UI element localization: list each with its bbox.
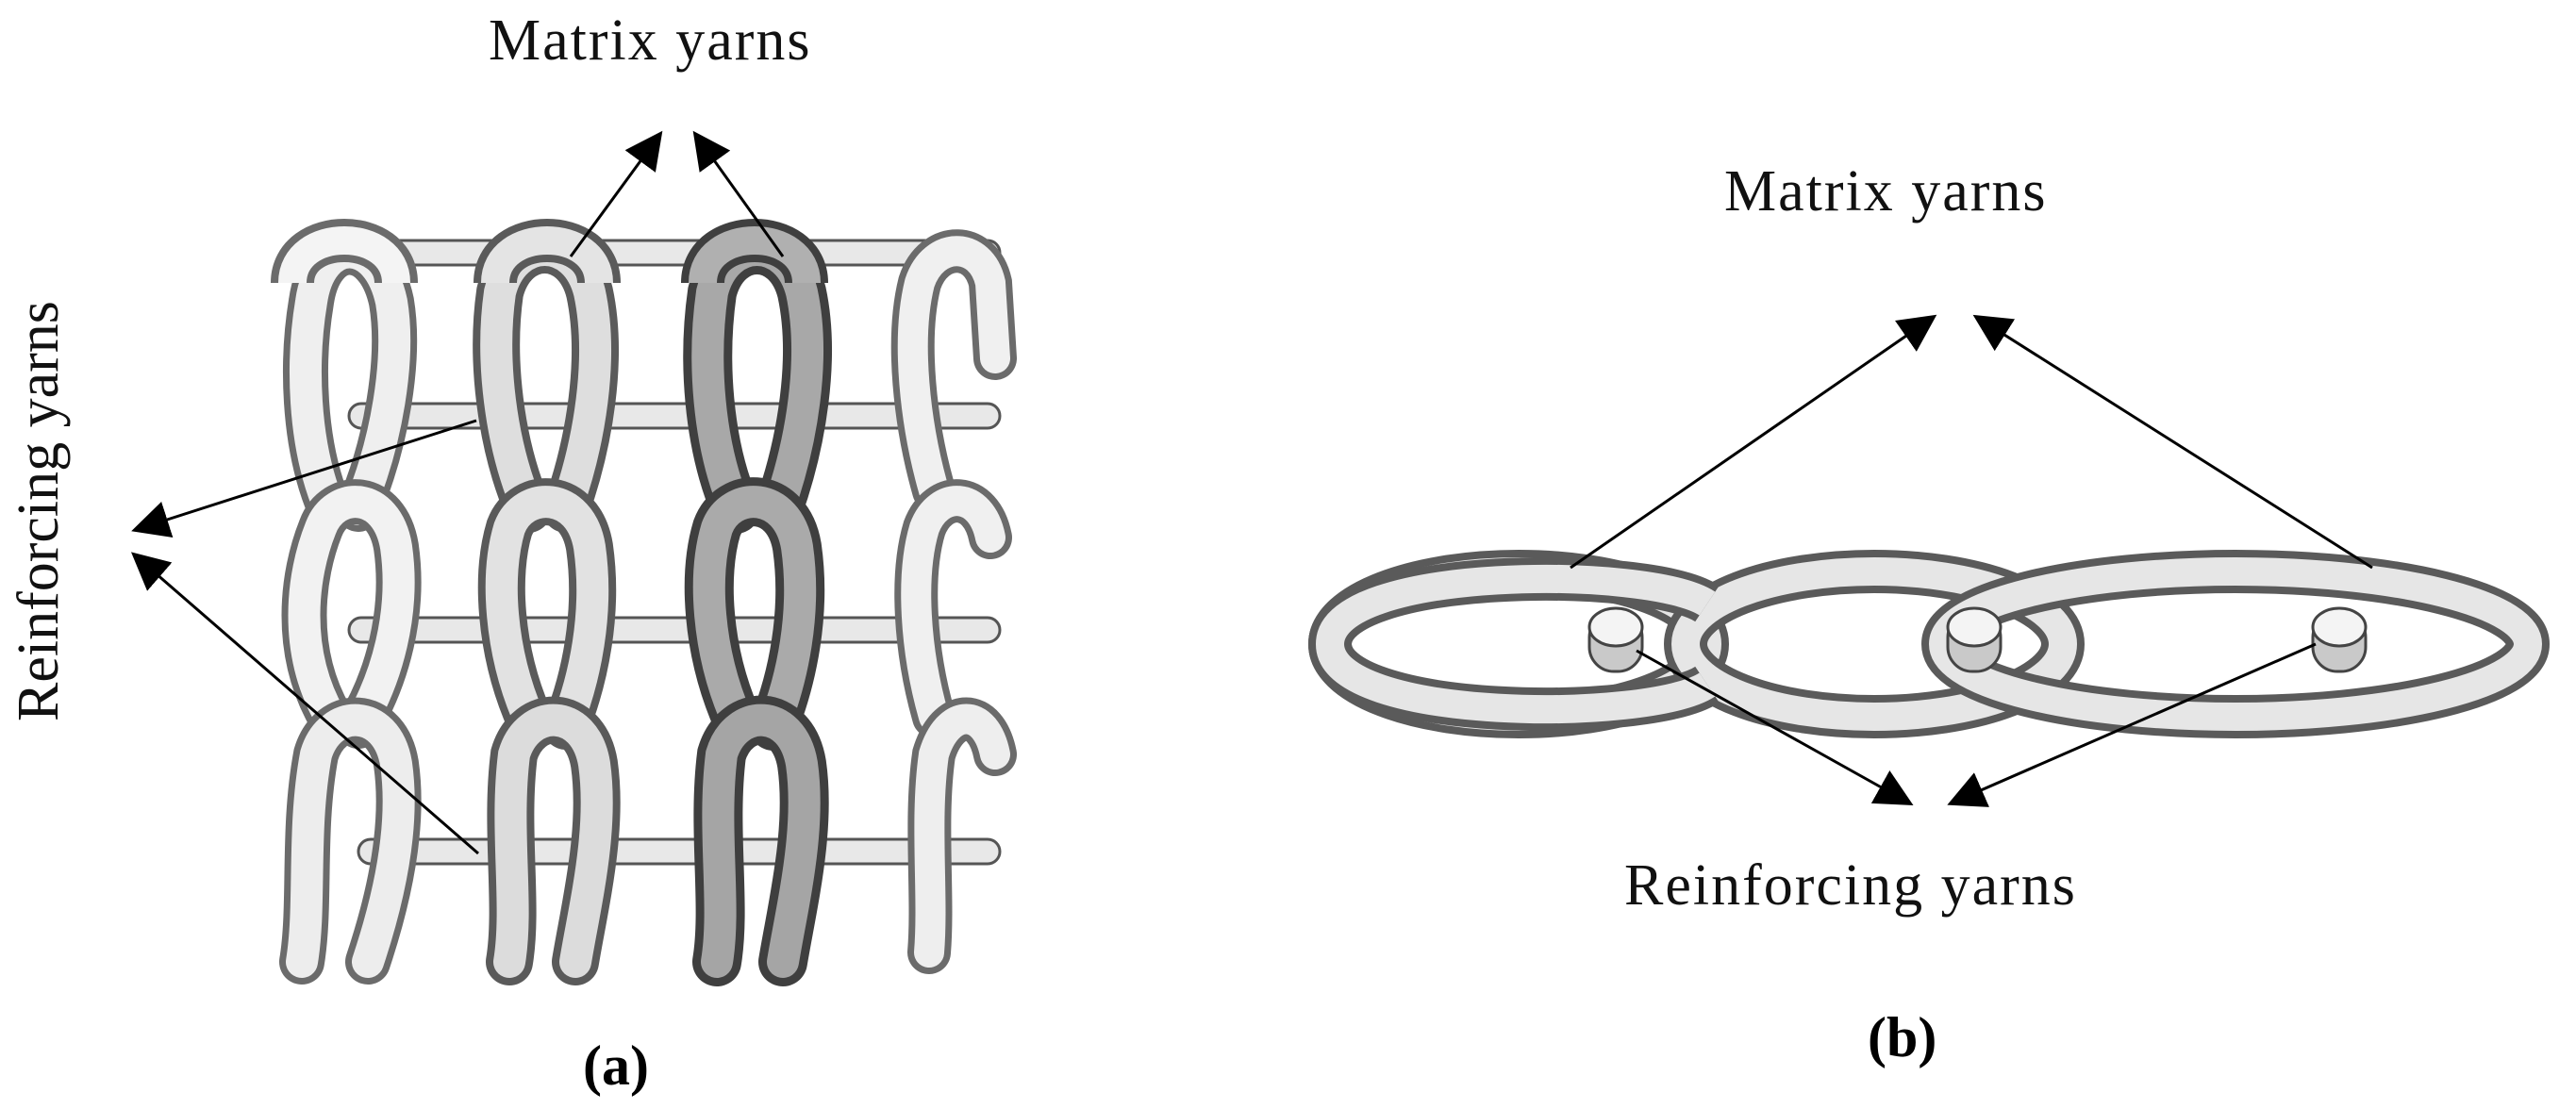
reinforcing-yarn-sections: [1587, 606, 2368, 673]
matrix-loop-column-4: [890, 229, 1017, 974]
chain-loop-0: [1308, 556, 1720, 732]
arrow-reinforcing-bottom-a: [130, 552, 479, 855]
matrix-loop-column-1: [279, 229, 422, 985]
panel-a-arrows: [130, 130, 785, 855]
panel-a-caption: (a): [583, 1035, 649, 1097]
panel-b-chain: [1308, 550, 2550, 738]
panel-b-arrows: [1570, 314, 2373, 807]
matrix-yarns-label-a: Matrix yarns: [489, 8, 812, 73]
arrow-matrix-right-a: [692, 130, 785, 257]
reinforcing-yarns-label-b: Reinforcing yarns: [1624, 853, 2077, 918]
arrow-reinforcing-left-b: [1636, 649, 1914, 805]
arrow-matrix-left-a: [569, 130, 663, 257]
panel-a-fabric: [271, 219, 1017, 986]
reinforcing-yarns-label-a: Reinforcing yarns: [7, 301, 71, 721]
chain-loop-3: [1921, 550, 2550, 738]
arrow-reinforcing-top-a: [131, 419, 477, 538]
matrix-loop-heads: [271, 219, 828, 286]
matrix-yarns-label-b: Matrix yarns: [1724, 159, 2048, 223]
chain-loop-2: [1664, 550, 2085, 738]
matrix-loop-column-3: [683, 225, 832, 986]
arrow-matrix-left-b: [1570, 314, 1937, 570]
arrow-matrix-right-b: [1972, 314, 2373, 570]
arrow-reinforcing-right-b: [1947, 642, 2317, 807]
panel-b-caption: (b): [1868, 1006, 1937, 1068]
